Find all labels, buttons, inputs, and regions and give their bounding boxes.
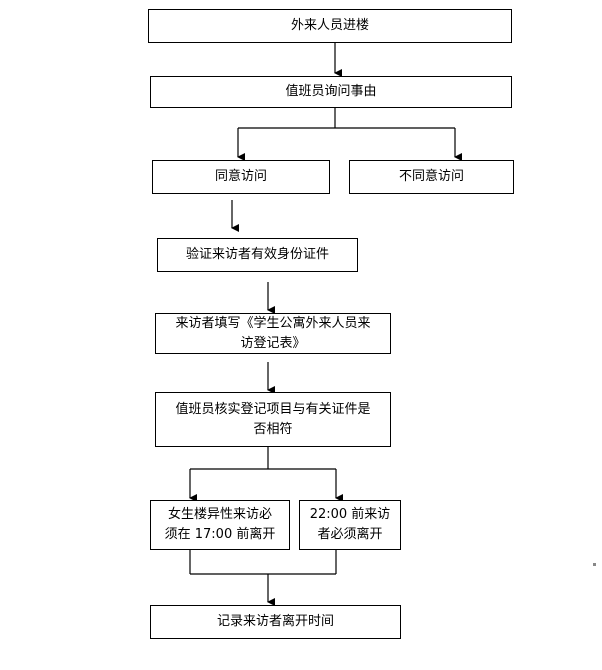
node-disagree: 不同意访问 (349, 160, 514, 194)
node-inquire-purpose: 值班员询问事由 (150, 76, 512, 108)
node-female-dorm-rule-label: 女生楼异性来访必 须在 17:00 前离开 (164, 507, 276, 542)
node-disagree-label: 不同意访问 (398, 169, 464, 184)
node-leave-by-22: 22:00 前来访 者必须离开 (299, 500, 401, 550)
node-verify-id-label: 验证来访者有效身份证件 (185, 247, 329, 262)
node-visitor-enters: 外来人员进楼 (148, 9, 512, 43)
node-check-match-label: 值班员核实登记项目与有关证件是 否相符 (175, 401, 371, 437)
node-visitor-enters-label: 外来人员进楼 (290, 18, 369, 33)
stray-dot (593, 563, 596, 566)
node-agree: 同意访问 (152, 160, 330, 194)
node-record-leave-time-label: 记录来访者离开时间 (216, 614, 334, 629)
node-inquire-purpose-label: 值班员询问事由 (285, 84, 377, 99)
node-verify-id: 验证来访者有效身份证件 (157, 238, 358, 272)
node-check-match: 值班员核实登记项目与有关证件是 否相符 (155, 392, 391, 447)
node-agree-label: 同意访问 (214, 169, 267, 184)
node-female-dorm-rule: 女生楼异性来访必 须在 17:00 前离开 (150, 500, 290, 550)
node-fill-form-label: 来访者填写《学生公寓外来人员来 访登记表》 (175, 315, 371, 351)
node-leave-by-22-label: 22:00 前来访 者必须离开 (309, 507, 391, 542)
node-record-leave-time: 记录来访者离开时间 (150, 605, 401, 639)
node-fill-form: 来访者填写《学生公寓外来人员来 访登记表》 (155, 313, 391, 354)
